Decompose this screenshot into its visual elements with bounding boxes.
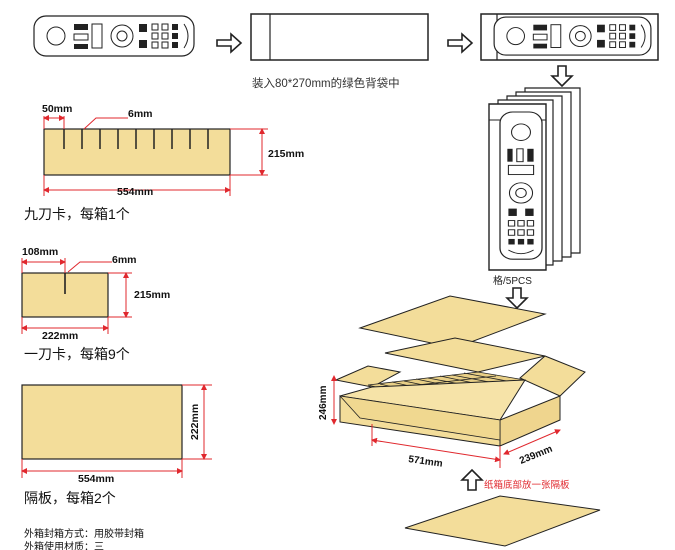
bottom-partition-sheet	[404, 495, 601, 547]
bagged-remote-figure	[480, 13, 659, 61]
nine-slot-width-dim: 554mm	[117, 186, 153, 198]
bag-caption: 装入80*270mm的绿色背袋中	[252, 76, 400, 90]
one-slot-slot-dim: 6mm	[112, 254, 137, 266]
one-slot-divider	[21, 258, 132, 334]
nine-slot-height-dim: 215mm	[268, 148, 304, 160]
partition-height-dim: 222mm	[189, 404, 201, 440]
partition-caption: 隔板，每箱2个	[24, 490, 116, 506]
note-line-1: 外箱封箱方式：用胶带封箱	[24, 527, 144, 540]
nine-slot-divider	[43, 115, 268, 196]
partition-board	[21, 384, 212, 478]
carton-bottom-note: 纸箱底部放一张隔板	[484, 479, 570, 491]
one-slot-height-dim: 215mm	[134, 289, 170, 301]
remote-control-figure	[33, 15, 195, 57]
carton-length-dim: 571mm	[408, 454, 444, 470]
arrow-down-icon	[550, 65, 574, 88]
grid-label: 格/5PCS	[493, 274, 532, 287]
stacked-remotes-figure	[488, 87, 581, 271]
arrow-up-icon	[460, 468, 484, 491]
one-slot-edge-dim: 108mm	[22, 246, 58, 258]
top-partition-sheet	[358, 295, 547, 349]
nine-slot-caption: 九刀卡，每箱1个	[24, 206, 130, 222]
arrow-down-icon	[505, 287, 529, 310]
note-line-2: 外箱使用材质：三	[24, 540, 104, 550]
one-slot-caption: 一刀卡，每箱9个	[24, 346, 130, 362]
arrow-right-icon	[216, 32, 243, 54]
carton-depth-dim: 239mm	[518, 444, 554, 467]
carton-height-dim: 246mm	[318, 385, 329, 420]
empty-bag-figure	[250, 13, 429, 61]
partition-width-dim: 554mm	[78, 473, 114, 485]
arrow-right-icon	[447, 32, 474, 54]
nine-slot-slot-dim: 6mm	[128, 108, 153, 120]
carton-dimension-lines	[331, 375, 561, 468]
one-slot-width-dim: 222mm	[42, 330, 78, 342]
nine-slot-edge-dim: 50mm	[42, 103, 72, 115]
carton-box	[334, 337, 586, 447]
